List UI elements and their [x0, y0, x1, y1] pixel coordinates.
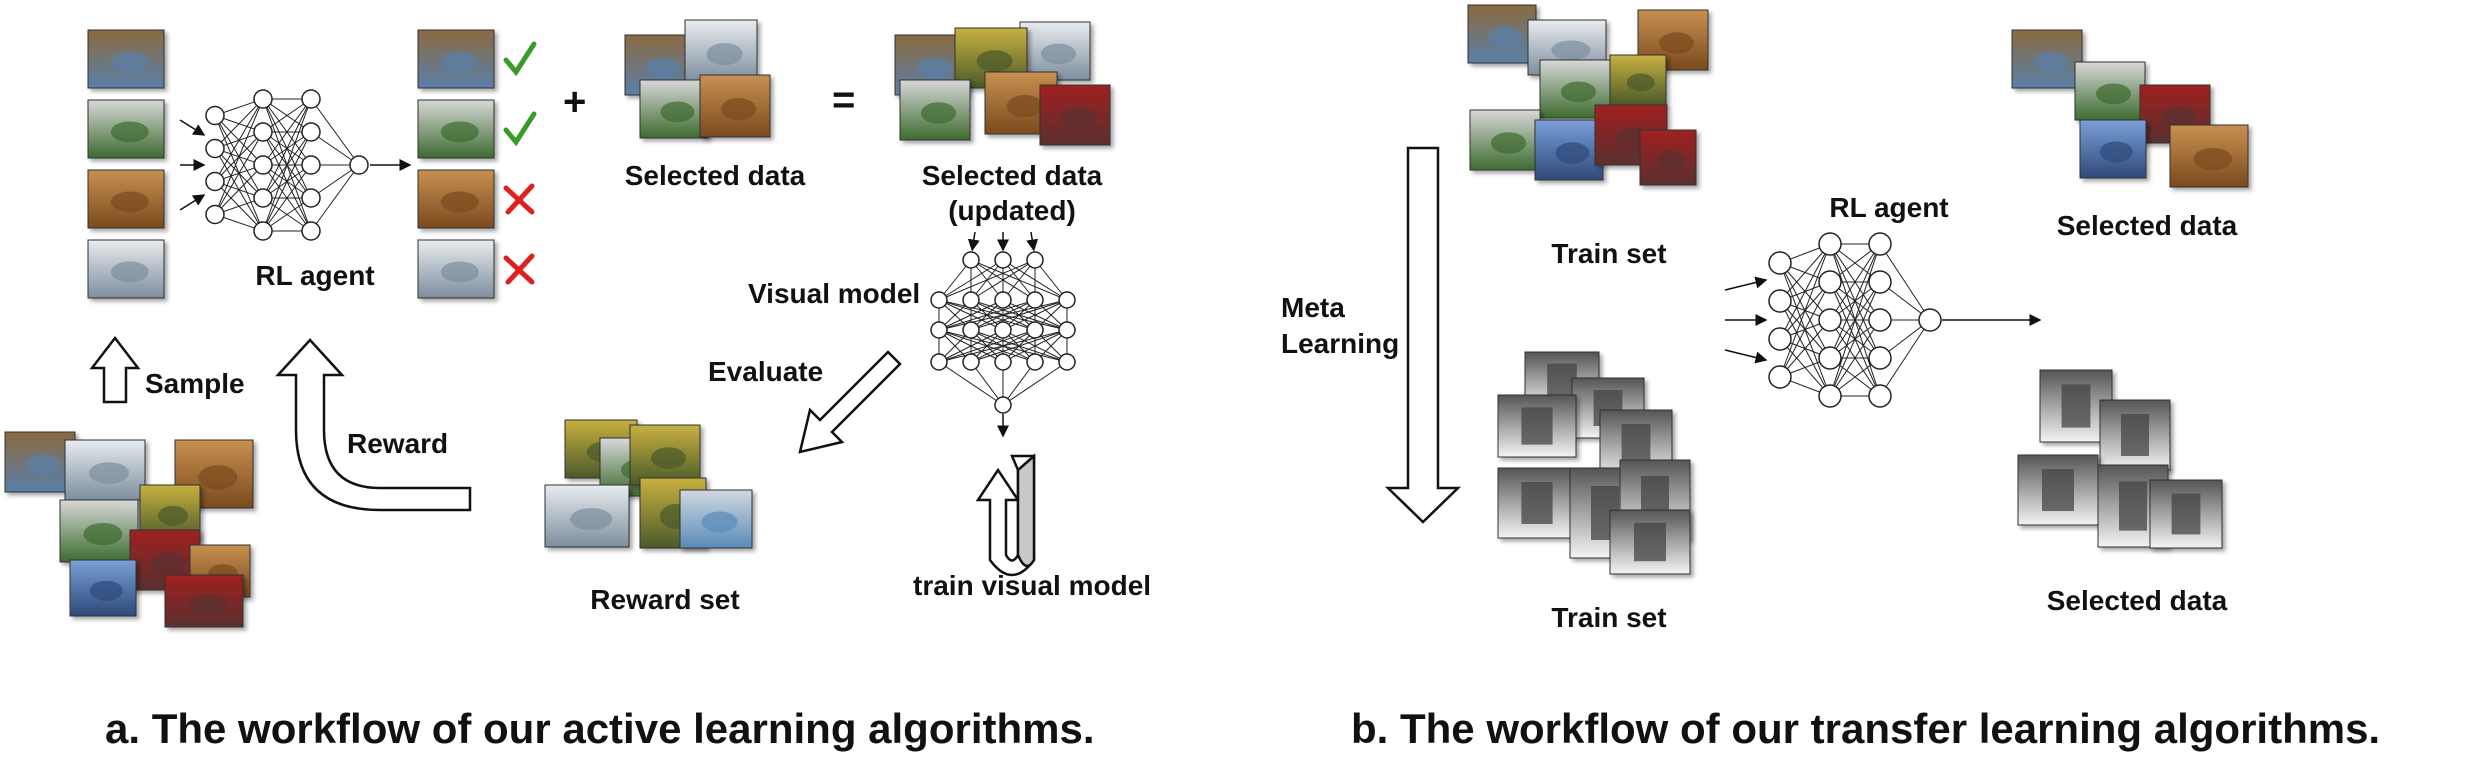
thumbnail-image — [59, 499, 139, 563]
thumbnail-image — [69, 559, 137, 617]
visual-model-label: Visual model — [748, 278, 921, 309]
evaluate-label: Evaluate — [708, 356, 824, 387]
rl-agent-network-b — [1724, 232, 2042, 408]
selected-collage-top — [2011, 29, 2249, 188]
thumbnail-image — [87, 29, 165, 89]
selected-data-label-bottom: Selected data — [2046, 585, 2228, 616]
thumbnail-image — [164, 574, 244, 628]
caption-b: b. The workflow of our transfer learning… — [1351, 705, 2381, 752]
thumbnail-image — [87, 239, 165, 299]
check-icon — [503, 111, 537, 147]
thumbnail-image — [417, 29, 495, 89]
labeled-column — [417, 29, 495, 299]
thumbnail-image — [1467, 4, 1537, 64]
thumbnail-image — [544, 484, 630, 548]
train-set-collage-bottom — [1497, 351, 1691, 575]
selected-updated-label-2: (updated) — [948, 195, 1076, 226]
thumbnail-image — [684, 19, 758, 83]
meta-learning-label: Meta Learning — [1281, 292, 1400, 359]
thumbnail-image — [1534, 119, 1604, 181]
caption-a: a. The workflow of our active learning a… — [105, 705, 1095, 752]
thumbnail-image — [1609, 54, 1667, 106]
train-set-label-bottom: Train set — [1551, 602, 1667, 633]
selected-updated-label-1: Selected data — [921, 160, 1103, 191]
cross-icon — [503, 253, 535, 285]
thumbnail-image — [1039, 84, 1111, 146]
rl-agent-label-a: RL agent — [255, 260, 375, 291]
thumbnail-image — [87, 99, 165, 159]
selected-data-collage — [624, 19, 771, 139]
train-set-collage-top — [1467, 4, 1709, 186]
thumbnail-image — [2011, 29, 2083, 89]
thumbnail-image — [2017, 454, 2099, 526]
thumbnail-image — [1497, 467, 1577, 539]
thumbnail-image — [899, 79, 971, 141]
visual-model-network — [930, 231, 1076, 438]
reward-set-label: Reward set — [590, 584, 740, 615]
reward-arrow — [275, 338, 472, 512]
selected-updated-collage — [894, 21, 1111, 146]
train-visual-model-label: train visual model — [913, 570, 1152, 601]
thumbnail-image — [1609, 509, 1691, 575]
selected-data-label: Selected data — [624, 160, 806, 191]
thumbnail-image — [417, 169, 495, 229]
thumbnail-image — [1019, 21, 1091, 81]
cross-icon — [503, 183, 535, 215]
thumbnail-image — [2169, 124, 2249, 188]
evaluate-arrow — [798, 350, 902, 454]
reward-set-collage — [544, 419, 753, 549]
meta-learning-arrow — [1384, 146, 1462, 524]
thumbnail-image — [2079, 119, 2147, 179]
pool-collage — [4, 431, 254, 628]
sample-arrow — [89, 335, 141, 404]
train-loop-arrow — [975, 453, 1036, 577]
selected-data-label-top: Selected data — [2056, 210, 2238, 241]
thumbnail-image — [699, 74, 771, 138]
reward-label: Reward — [347, 428, 449, 459]
thumbnail-image — [64, 439, 146, 501]
thumbnail-image — [1497, 394, 1577, 458]
sample-label: Sample — [145, 368, 245, 399]
mark-column — [503, 41, 537, 285]
thumbnail-image — [1639, 129, 1697, 186]
equals-sign: = — [832, 78, 856, 122]
selected-collage-bottom — [2017, 369, 2223, 549]
thumbnail-image — [1469, 109, 1541, 171]
rl-agent-label-b: RL agent — [1829, 192, 1949, 223]
thumbnail-image — [629, 424, 701, 486]
thumbnail-image — [639, 79, 709, 139]
thumbnail-image — [679, 489, 753, 549]
sample-column — [87, 29, 165, 299]
thumbnail-image — [2149, 479, 2223, 549]
thumbnail-image — [417, 99, 495, 159]
thumbnail-image — [417, 239, 495, 299]
check-icon — [503, 41, 537, 77]
thumbnail-image — [2099, 399, 2171, 471]
thumbnail-image — [2074, 61, 2146, 121]
plus-sign: + — [563, 80, 587, 124]
thumbnail-image — [87, 169, 165, 229]
thumbnail-image — [4, 431, 76, 493]
rl-agent-network-a — [179, 89, 412, 241]
train-set-label-top: Train set — [1551, 238, 1667, 269]
